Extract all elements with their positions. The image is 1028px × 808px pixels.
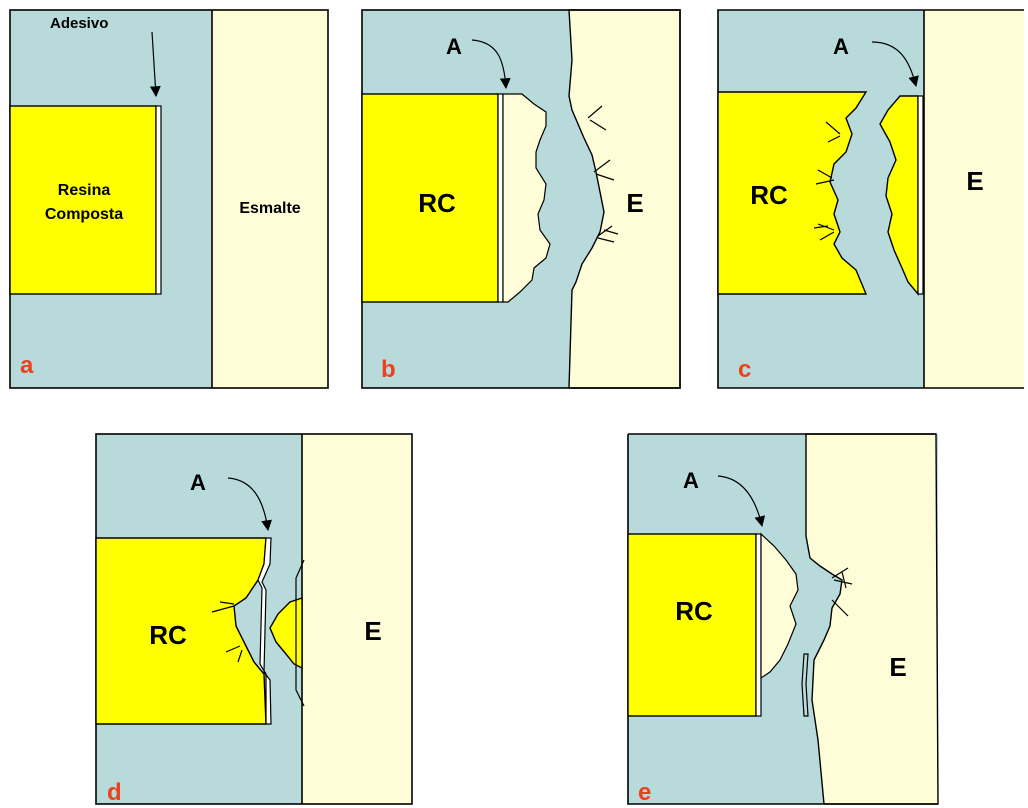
panel-c-resin: [717, 91, 868, 295]
panel-c-adhesive-remnant: [879, 95, 919, 296]
panel-c-letter: c: [738, 356, 751, 383]
panel-a-resin: [9, 105, 157, 295]
panel-e: A RC E e: [627, 433, 939, 806]
panel-e-letter: e: [638, 779, 651, 806]
panel-d-enamel-label: E: [364, 616, 381, 646]
panel-a-resin-label-2: Composta: [45, 206, 123, 223]
panel-b-resin: [361, 93, 499, 303]
panel-d-arrow: [227, 477, 272, 532]
panel-a-enamel-label: Esmalte: [239, 200, 300, 217]
panel-d: A RC E d: [95, 433, 413, 806]
panel-e-resin-label: RC: [675, 596, 713, 626]
panel-c-adhesive: [917, 95, 924, 295]
panel-c-enamel-label: E: [966, 166, 983, 196]
panel-a-resin-label-1: Resina: [58, 182, 111, 199]
panel-b-adhesive-remnant: [502, 93, 551, 303]
panel-e-arrow: [717, 475, 766, 528]
panel-b-arrow: [471, 39, 511, 90]
panel-d-letter: d: [107, 779, 122, 806]
panel-b-resin-label: RC: [418, 188, 456, 218]
panel-d-enamel: [302, 434, 412, 804]
panel-a-adhesive-label: Adesivo: [50, 15, 108, 32]
panel-e-adhesive-remnant: [760, 532, 799, 680]
panel-b-letter: b: [381, 356, 396, 383]
panel-c-resin-label: RC: [750, 180, 788, 210]
panel-c-arrow: [871, 41, 919, 88]
panel-b-adhesive-label: A: [446, 34, 462, 59]
panel-d-adhesive-label: A: [190, 470, 206, 495]
panel-d-adhesive-remnant: [269, 597, 303, 670]
panel-a-letter: a: [20, 352, 34, 379]
panel-b-enamel-label: E: [626, 188, 643, 218]
panel-b: A RC E b: [361, 9, 681, 389]
panel-e-enamel-label: E: [889, 652, 906, 682]
panel-e-adhesive: [755, 533, 762, 717]
panel-e-resin: [627, 533, 757, 717]
panel-b-adhesive: [497, 93, 504, 303]
panel-c-enamel: [924, 10, 1024, 388]
panel-e-adhesive-label: A: [683, 468, 699, 493]
panel-a: Adesivo Resina Composta Esmalte a: [9, 9, 329, 389]
panel-c-adhesive-label: A: [833, 34, 849, 59]
panel-a-adhesive: [155, 105, 162, 295]
panel-c: A RC E c: [717, 9, 1024, 389]
panel-a-arrow: [150, 31, 161, 98]
panel-d-resin-label: RC: [149, 620, 187, 650]
panel-d-adhesive: [257, 537, 272, 725]
panel-a-enamel: [212, 10, 328, 388]
